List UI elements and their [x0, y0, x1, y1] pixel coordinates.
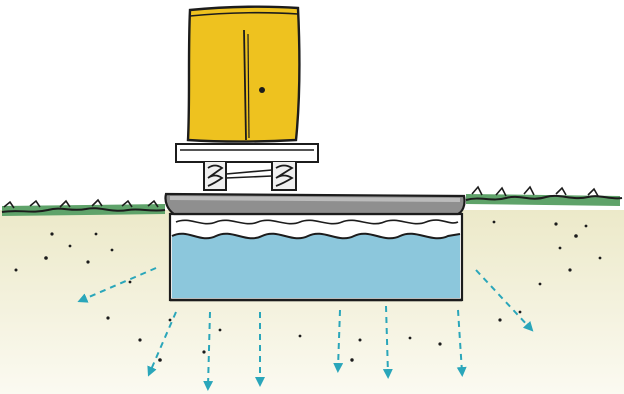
water-tank [170, 214, 462, 300]
portable-cabin-icon [188, 7, 299, 142]
grass-left [2, 200, 165, 216]
door-handle [259, 87, 265, 93]
cabin-platform [176, 144, 318, 190]
concrete-slab [165, 194, 464, 214]
grass-right [466, 187, 622, 206]
water-body [172, 234, 460, 298]
